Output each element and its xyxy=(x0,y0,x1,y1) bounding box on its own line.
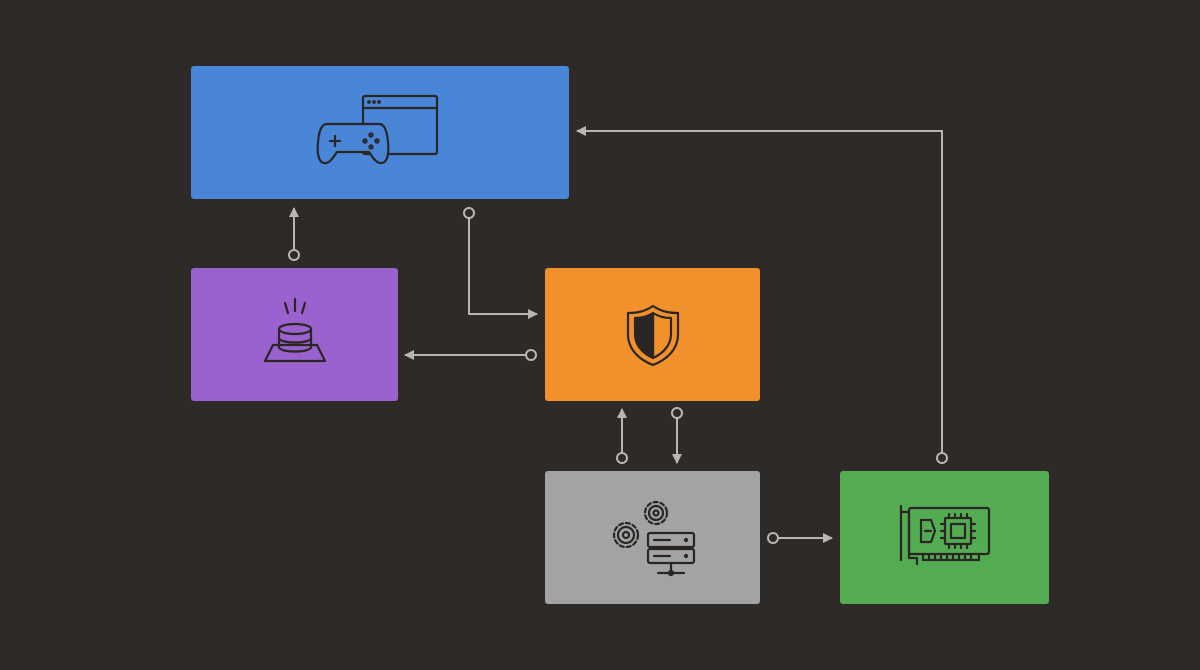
input-node[interactable] xyxy=(191,268,398,401)
edge-security-to-system xyxy=(671,407,683,464)
edge-input-to-app xyxy=(288,207,300,261)
edge-security-to-input xyxy=(404,349,537,361)
edge-hardware-to-app xyxy=(576,126,948,464)
security-node[interactable] xyxy=(545,268,760,401)
graphics-card-icon xyxy=(899,504,990,565)
shield-icon xyxy=(626,304,679,366)
hardware-node[interactable] xyxy=(840,471,1049,604)
app-node[interactable] xyxy=(191,66,569,199)
system-node[interactable] xyxy=(545,471,760,604)
push-button-icon xyxy=(263,297,326,362)
edge-app-to-security xyxy=(463,207,538,319)
edge-system-to-hardware xyxy=(767,532,833,544)
gears-server-icon xyxy=(612,500,695,576)
gamepad-window-icon xyxy=(316,94,439,164)
edge-system-to-security xyxy=(616,408,628,464)
